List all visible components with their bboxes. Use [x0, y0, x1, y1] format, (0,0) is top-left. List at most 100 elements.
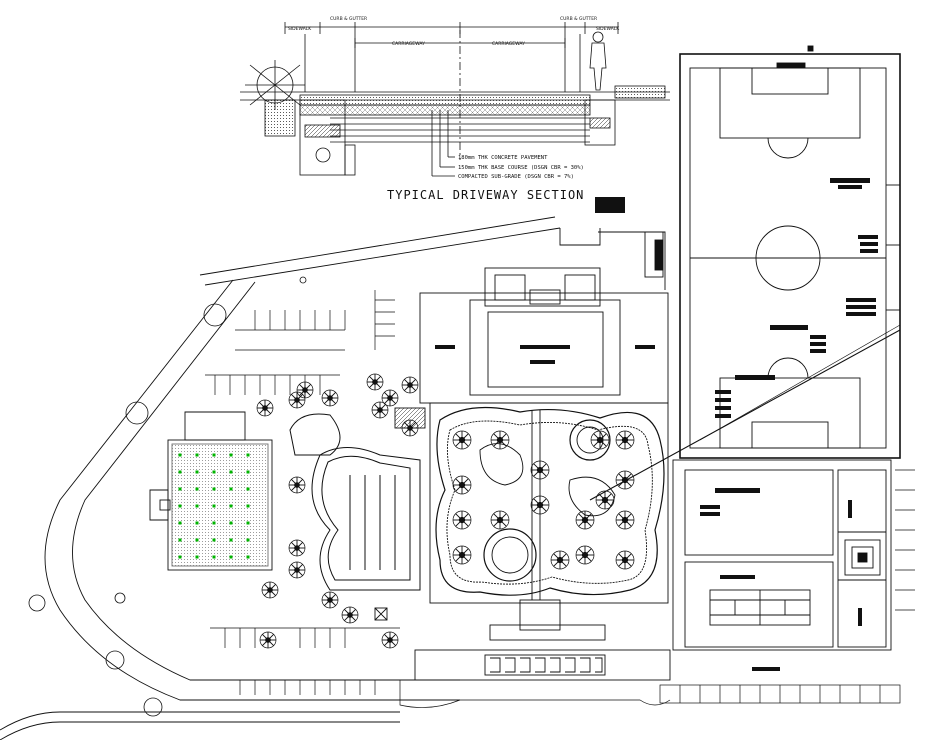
garden-tree-icon: [575, 510, 595, 530]
lawn-marker: [178, 521, 182, 525]
section-note-pavement: 180mm THK CONCRETE PAVEMENT: [458, 155, 548, 161]
garden-tree-icon: [615, 470, 635, 490]
lawn-marker: [212, 504, 216, 508]
garden-tree-icon: [452, 475, 472, 495]
sports-courts: [672, 459, 892, 651]
lawn-marker: [212, 453, 216, 457]
garden-tree-icon: [575, 545, 595, 565]
site-tree-icon: [366, 373, 384, 391]
garden-tree-icon: [530, 460, 550, 480]
garden-tree-icon: [490, 430, 510, 450]
lawn-marker: [246, 521, 250, 525]
garden-tree-icon: [615, 550, 635, 570]
leader-diagonal-2: [699, 324, 901, 441]
roads: [0, 216, 666, 740]
site-tree-icon: [401, 376, 419, 394]
section-title: TYPICAL DRIVEWAY SECTION: [387, 188, 584, 202]
lawn-marker: [229, 555, 233, 559]
site-tree-icon: [321, 591, 339, 609]
lawn-marker: [229, 487, 233, 491]
lawn-marker: [195, 538, 199, 542]
lawn-marker: [229, 470, 233, 474]
garden-tree-icon: [490, 510, 510, 530]
site-tree-icon: [371, 401, 389, 419]
right-sidewalk-label: SIDEWALK: [596, 26, 620, 32]
garden-tree-icon: [452, 545, 472, 565]
site-tree-icon: [288, 391, 306, 409]
lawn-marker: [178, 538, 182, 542]
lawn-marker: [229, 453, 233, 457]
section-notes: 180mm THK CONCRETE PAVEMENT 150mm THK BA…: [458, 155, 584, 180]
parking-top: [205, 290, 395, 395]
garden-tree-icon: [615, 430, 635, 450]
lawn-marker: [195, 487, 199, 491]
lawn-marker: [212, 538, 216, 542]
lawn-marker: [178, 504, 182, 508]
lawn-markers: [178, 453, 250, 559]
lawn-marker: [178, 487, 182, 491]
site-tree-icon: [296, 381, 314, 399]
lawn-marker: [246, 555, 250, 559]
parking-bottom: [210, 469, 915, 708]
right-curb-label: CURB & GUTTER: [560, 16, 597, 22]
lawn-marker: [246, 470, 250, 474]
left-carriageway-label: CARRIAGEWAY: [392, 41, 425, 47]
site-tree-icon: [401, 419, 419, 437]
lawn-marker: [212, 470, 216, 474]
site-tree-icon: [256, 399, 274, 417]
lawn-area: [149, 411, 273, 571]
entrance: [374, 599, 671, 681]
field-labels: [595, 178, 878, 418]
lawn-marker: [195, 555, 199, 559]
section-note-base-course: 150mm THK BASE COURSE (DSGN CBR = 30%): [458, 165, 584, 171]
garden-tree-icon: [590, 430, 610, 450]
lawn-marker: [246, 487, 250, 491]
site-tree-icon: [341, 606, 359, 624]
lawn-marker: [178, 470, 182, 474]
lawn-marker: [212, 555, 216, 559]
lawn-marker: [178, 453, 182, 457]
lawn-marker: [229, 538, 233, 542]
garden-tree-icon: [452, 430, 472, 450]
lawn-marker: [229, 521, 233, 525]
lawn-marker: [195, 470, 199, 474]
court-labels: [700, 488, 862, 671]
left-curb-label: CURB & GUTTER: [330, 16, 367, 22]
lawn-marker: [229, 504, 233, 508]
lawn-marker: [212, 487, 216, 491]
garden-trees: [452, 430, 635, 570]
site-tree-icon: [261, 581, 279, 599]
lawn-marker: [178, 555, 182, 559]
site-tree-icon: [321, 389, 339, 407]
site-tree-icon: [259, 631, 277, 649]
lawn-marker: [195, 521, 199, 525]
site-tree-icon: [381, 631, 399, 649]
football-field: [679, 45, 901, 459]
site-tree-icon: [288, 476, 306, 494]
leader-diagonal: [589, 329, 901, 501]
lawn-marker: [195, 504, 199, 508]
lawn-marker: [246, 453, 250, 457]
lawn-marker: [212, 521, 216, 525]
swimming-pool: [289, 413, 421, 591]
garden-tree-icon: [452, 510, 472, 530]
right-carriageway-label: CARRIAGEWAY: [492, 41, 525, 47]
lawn-marker: [195, 453, 199, 457]
site-tree-icon: [288, 561, 306, 579]
garden-tree-icon: [615, 510, 635, 530]
left-sidewalk-label: SIDEWALK: [288, 26, 312, 32]
garden-tree-icon: [530, 495, 550, 515]
building-labels: [435, 345, 655, 364]
driveway-section: [240, 22, 670, 177]
site-trees: [256, 373, 419, 649]
section-dimension-labels: SIDEWALK CURB & GUTTER CARRIAGEWAY CARRI…: [288, 16, 620, 47]
garden-tree-icon: [550, 550, 570, 570]
boundary-markers: [28, 276, 307, 717]
main-building: [419, 231, 669, 404]
site-tree-icon: [381, 389, 399, 407]
garden-tree-icon: [595, 490, 615, 510]
section-note-subgrade: COMPACTED SUB-GRADE (DSGN CBR = 7%): [458, 174, 574, 180]
lawn-marker: [246, 538, 250, 542]
site-tree-icon: [288, 539, 306, 557]
